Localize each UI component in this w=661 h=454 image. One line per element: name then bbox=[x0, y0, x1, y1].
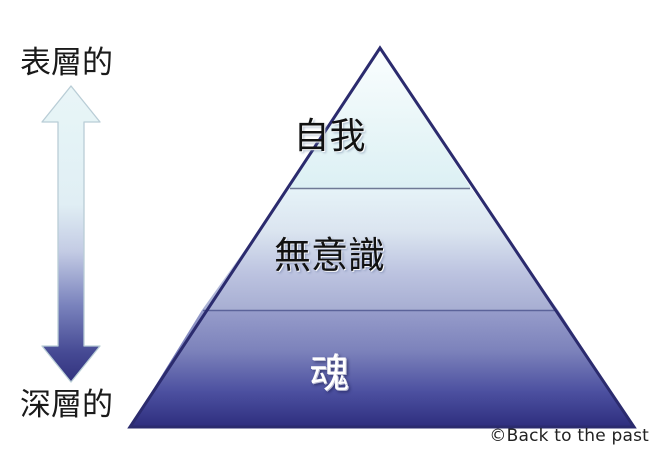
pyramid-tier-label-soul: 魂 bbox=[309, 351, 350, 397]
depth-axis-arrow bbox=[38, 82, 104, 386]
pyramid-tier-ego bbox=[289, 48, 471, 188]
pyramid-tier-soul bbox=[130, 310, 634, 427]
arrow-shape bbox=[41, 85, 101, 383]
pyramid-tier-unconscious bbox=[202, 188, 558, 310]
credit-text: ©Back to the past bbox=[489, 426, 649, 446]
axis-label-surface: 表層的 bbox=[20, 45, 113, 81]
pyramid-tier-label-ego: 自我 bbox=[293, 116, 366, 157]
pyramid-tier-label-unconscious: 無意識 bbox=[274, 234, 385, 277]
pyramid-diagram bbox=[124, 40, 640, 438]
axis-label-deep: 深層的 bbox=[20, 387, 113, 423]
pyramid-outline bbox=[127, 45, 637, 429]
